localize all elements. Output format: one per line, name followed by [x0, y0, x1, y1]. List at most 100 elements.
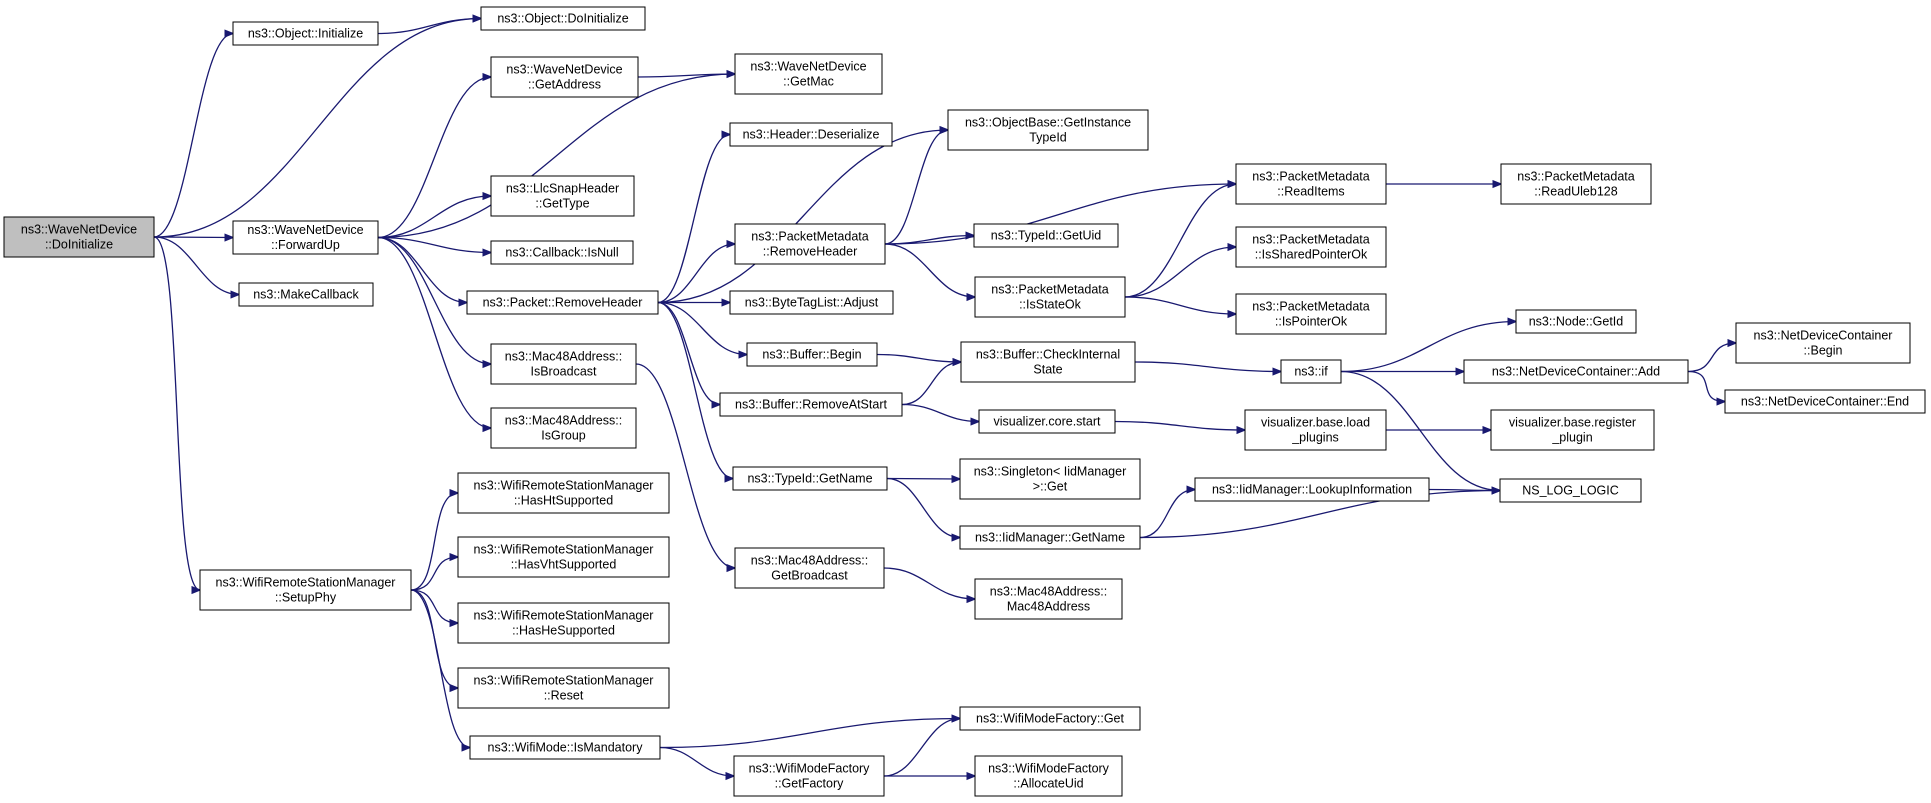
edge-path [876, 353, 961, 363]
node-box [733, 755, 885, 797]
node-pm-readitems[interactable]: ns3::PacketMetadata::ReadItems [1235, 163, 1387, 205]
node-node-getid[interactable]: ns3::Node::GetId [1515, 309, 1637, 334]
node-typeid-getname[interactable]: ns3::TypeId::GetName [732, 466, 888, 491]
node-label: ns3::NetDeviceContainer [1754, 329, 1893, 343]
node-label: ns3::WifiModeFactory::Get [976, 712, 1124, 726]
node-wmf-get[interactable]: ns3::WifiModeFactory::Get [959, 706, 1141, 731]
node-box [959, 525, 1141, 550]
node-label: ::ReadUleb128 [1534, 185, 1617, 199]
node-box [232, 21, 379, 46]
node-cb-isnull[interactable]: ns3::Callback::IsNull [490, 240, 634, 265]
edge-path [657, 301, 733, 479]
node-wrsm-setupphy[interactable]: ns3::WifiRemoteStationManager::SetupPhy [199, 569, 412, 611]
node-wrsm-hashe[interactable]: ns3::WifiRemoteStationManager::HasHeSupp… [457, 602, 670, 644]
node-pm-issharedptr[interactable]: ns3::PacketMetadata::IsSharedPointerOk [1235, 226, 1387, 268]
node-label: ns3::WifiRemoteStationManager [474, 543, 654, 557]
edge-buf_rmatstart-to-buf_checkint [901, 362, 961, 406]
node-label: ns3::Node::GetId [1529, 315, 1624, 329]
node-mac-isbcast[interactable]: ns3::Mac48Address::IsBroadcast [490, 343, 637, 385]
node-label: ns3::NetDeviceContainer::End [1741, 395, 1909, 409]
node-mac-ctor[interactable]: ns3::Mac48Address::Mac48Address [974, 578, 1123, 620]
edge-path [377, 236, 491, 365]
node-wrsm-reset[interactable]: ns3::WifiRemoteStationManager::Reset [457, 667, 670, 709]
edge-path [886, 477, 960, 538]
node-llc-gettype[interactable]: ns3::LlcSnapHeader::GetType [490, 175, 635, 217]
node-buf-begin[interactable]: ns3::Buffer::Begin [746, 342, 878, 367]
edge-path [153, 19, 481, 238]
node-label: TypeId [1029, 131, 1067, 145]
edge-path [410, 493, 458, 591]
edge-pkt_rmhdr-to-hdr_deser [657, 135, 730, 304]
edge-wnd_fwdup-to-pkt_rmhdr [377, 236, 467, 303]
edge-path [884, 130, 948, 245]
node-vis-core-start[interactable]: visualizer.core.start [978, 409, 1116, 434]
edge-mac_isbcast-to-mac_getbcast [635, 363, 735, 568]
node-ndc-begin[interactable]: ns3::NetDeviceContainer::Begin [1735, 322, 1911, 364]
node-box [1735, 322, 1911, 364]
node-pm-rmhdr[interactable]: ns3::PacketMetadata::RemoveHeader [734, 223, 886, 265]
node-box [1235, 293, 1387, 335]
node-iid-getname[interactable]: ns3::IidManager::GetName [959, 525, 1141, 550]
node-buf-rmatstart[interactable]: ns3::Buffer::RemoveAtStart [719, 392, 903, 417]
edge-path [153, 236, 239, 295]
node-wm-ismandatory[interactable]: ns3::WifiMode::IsMandatory [469, 735, 661, 760]
node-label: ::GetType [535, 197, 589, 211]
node-wmf-getfactory[interactable]: ns3::WifiModeFactory::GetFactory [733, 755, 885, 797]
node-wnd-getaddr[interactable]: ns3::WaveNetDevice::GetAddress [490, 56, 639, 98]
node-vis-load[interactable]: visualizer.base.load_plugins [1244, 409, 1387, 451]
node-label: ns3::Buffer::CheckInternal [976, 348, 1120, 362]
edge-path [657, 244, 735, 304]
node-wnd-fwdup[interactable]: ns3::WaveNetDevice::ForwardUp [232, 220, 379, 255]
node-pm-isptrok[interactable]: ns3::PacketMetadata::IsPointerOk [1235, 293, 1387, 335]
node-label: ::GetMac [783, 75, 834, 89]
edge-path [1134, 361, 1281, 372]
node-box [978, 409, 1116, 434]
node-ndc-add[interactable]: ns3::NetDeviceContainer::Add [1463, 359, 1689, 384]
node-ns3-if[interactable]: ns3::if [1280, 359, 1342, 384]
edge-pm_isstateok-to-pm_issharedptr [1124, 247, 1236, 298]
node-ndc-end[interactable]: ns3::NetDeviceContainer::End [1724, 389, 1926, 414]
node-wrsm-hasht[interactable]: ns3::WifiRemoteStationManager::HasHtSupp… [457, 472, 670, 514]
node-wrsm-hasvht[interactable]: ns3::WifiRemoteStationManager::HasVhtSup… [457, 536, 670, 578]
node-box [1194, 477, 1430, 502]
node-makecb[interactable]: ns3::MakeCallback [238, 282, 374, 307]
node-label: ns3::TypeId::GetName [747, 472, 872, 486]
node-mac-isgroup[interactable]: ns3::Mac48Address::IsGroup [490, 407, 637, 449]
node-label: ns3::NetDeviceContainer::Add [1492, 365, 1660, 379]
node-typeid-getuid[interactable]: ns3::TypeId::GetUid [973, 223, 1119, 248]
node-singleton-get[interactable]: ns3::Singleton< IidManager>::Get [959, 458, 1141, 500]
node-box [490, 56, 639, 98]
node-wnd-doinit[interactable]: ns3::WaveNetDevice::DoInitialize [3, 216, 155, 258]
node-label: ns3::if [1294, 365, 1328, 379]
node-vis-register[interactable]: visualizer.base.register_plugin [1490, 409, 1655, 451]
node-box [947, 109, 1149, 151]
node-box [959, 706, 1141, 731]
node-ns-log-logic[interactable]: NS_LOG_LOGIC [1499, 478, 1642, 503]
node-hdr-deser[interactable]: ns3::Header::Deserialize [729, 122, 893, 147]
node-box [490, 343, 637, 385]
node-mac-getbcast[interactable]: ns3::Mac48Address::GetBroadcast [734, 547, 885, 589]
edge-pm_rmhdr-to-objbase_gi [884, 130, 948, 245]
node-pkt-rmhdr[interactable]: ns3::Packet::RemoveHeader [466, 290, 659, 315]
node-iid-lookup[interactable]: ns3::IidManager::LookupInformation [1194, 477, 1430, 502]
edge-pm_rmhdr-to-pm_readitems [884, 184, 1236, 245]
node-box [469, 735, 661, 760]
node-obj-doinit[interactable]: ns3::Object::DoInitialize [480, 6, 646, 31]
node-box [1235, 163, 1387, 205]
edge-path [657, 301, 747, 355]
node-obj-init[interactable]: ns3::Object::Initialize [232, 21, 379, 46]
node-box [1499, 478, 1642, 503]
node-label: ns3::Object::Initialize [248, 27, 363, 41]
edge-path [635, 363, 735, 568]
node-pm-isstateok[interactable]: ns3::PacketMetadata::IsStateOk [974, 276, 1126, 318]
node-wnd-getmac[interactable]: ns3::WaveNetDevice::GetMac [734, 53, 883, 95]
node-wmf-allocuid[interactable]: ns3::WifiModeFactory::AllocateUid [974, 755, 1123, 797]
node-pm-readuleb[interactable]: ns3::PacketMetadata::ReadUleb128 [1500, 163, 1652, 205]
node-btl-adjust[interactable]: ns3::ByteTagList::Adjust [729, 290, 894, 315]
node-label: ns3::WaveNetDevice [750, 60, 866, 74]
edge-path [410, 557, 458, 591]
edge-path [637, 74, 735, 77]
